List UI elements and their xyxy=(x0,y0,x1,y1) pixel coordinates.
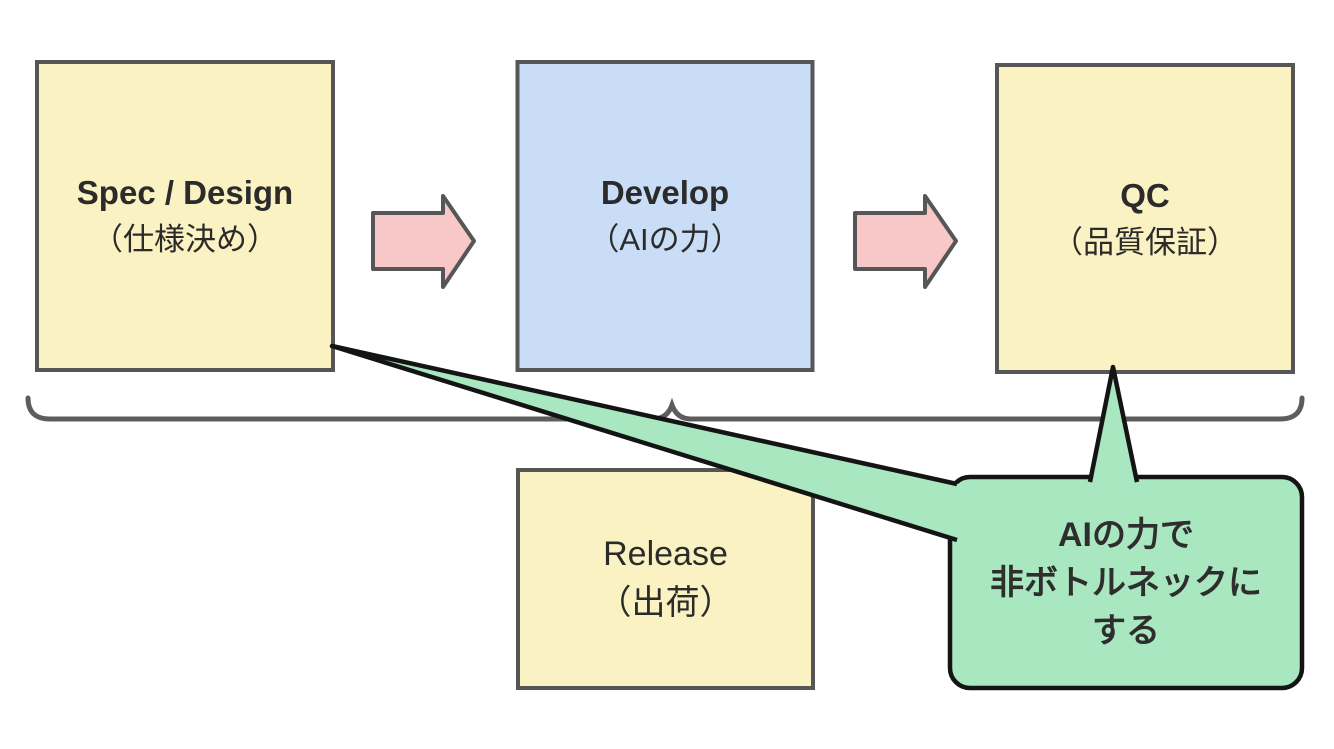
qc-box-shape xyxy=(995,63,1295,374)
group-brace-shape xyxy=(25,395,1305,422)
release-box-shape xyxy=(516,468,815,690)
callout-pointer-to-qc-outline xyxy=(1087,364,1140,483)
arrow-right-icon-develop-to-qc xyxy=(853,194,958,289)
spec-box-shape xyxy=(35,60,335,372)
callout-bubble-shape xyxy=(947,474,1305,691)
callout-pointer-to-spec-outline xyxy=(329,343,958,543)
callout-pointer-to-qc-fill xyxy=(1090,367,1137,482)
arrow-right-icon-spec-to-develop xyxy=(371,194,476,289)
develop-box-shape xyxy=(515,60,815,372)
